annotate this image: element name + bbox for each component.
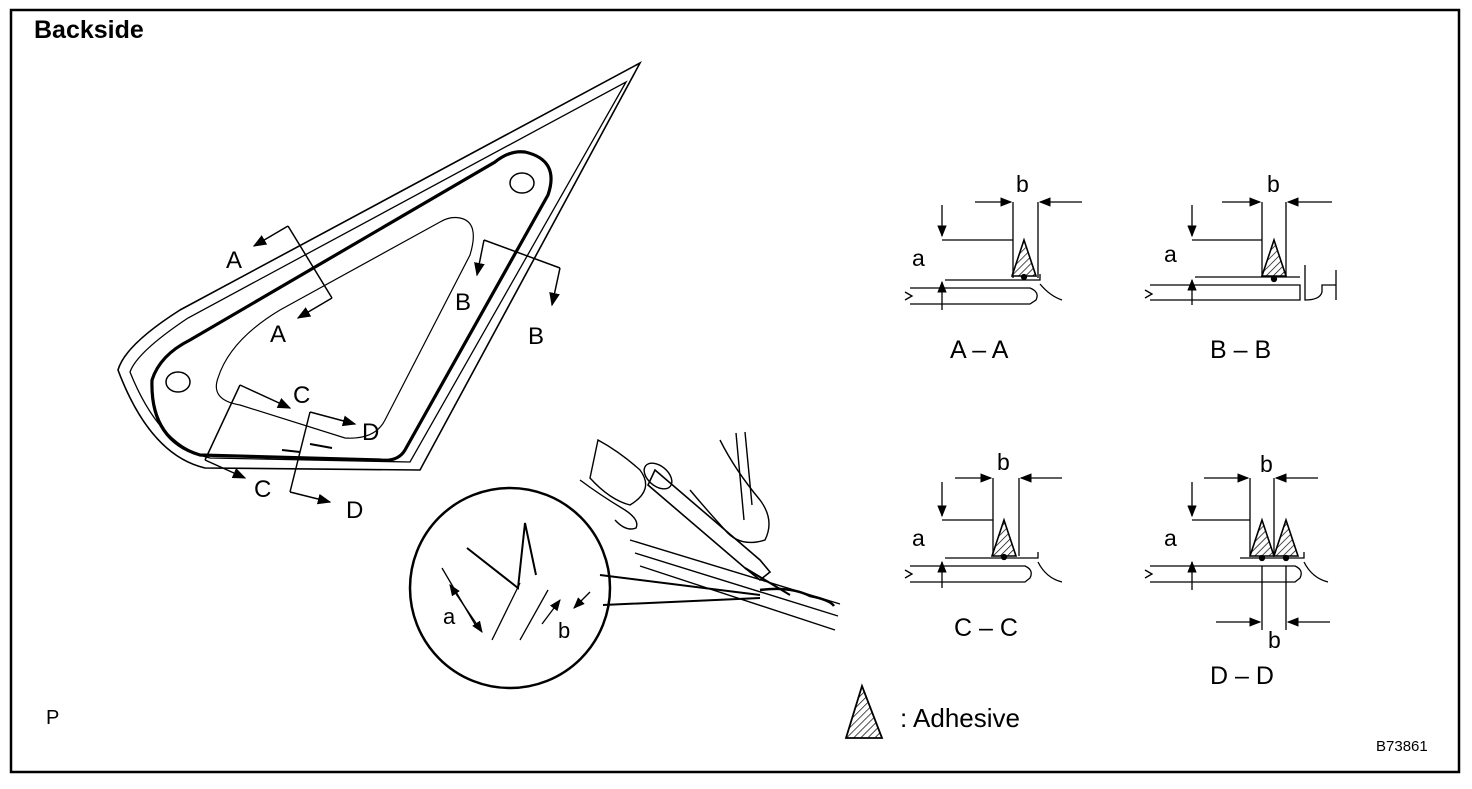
- section-d-dim-a: a: [1164, 525, 1177, 551]
- cut-label-c1: C: [293, 382, 310, 409]
- adhesive-symbol-icon: [844, 683, 884, 739]
- cut-label-a1: A: [226, 247, 242, 274]
- section-b-b: [1144, 197, 1337, 305]
- section-b-dim-a: a: [1164, 241, 1177, 267]
- section-a-a: [904, 197, 1082, 310]
- section-a-dim-b: b: [1016, 171, 1029, 197]
- section-b-title: B – B: [1210, 336, 1271, 364]
- detail-dims: a b: [443, 604, 570, 643]
- section-b-labels: b a B – B: [1164, 171, 1280, 364]
- section-d-d: [1144, 473, 1330, 630]
- cut-label-b2: B: [528, 323, 544, 350]
- page-title: Backside: [34, 16, 144, 44]
- section-a-dim-a: a: [912, 245, 925, 271]
- section-c-title: C – C: [954, 614, 1018, 642]
- figure-border: [9, 8, 1461, 774]
- cut-label-b1: B: [455, 289, 471, 316]
- section-a-labels: b a A – A: [912, 171, 1029, 364]
- cut-label-c2: C: [254, 476, 271, 503]
- legend-text: : Adhesive: [900, 703, 1020, 733]
- section-d-dim-b-top: b: [1260, 451, 1273, 477]
- section-c-dim-b: b: [997, 449, 1010, 475]
- section-d-labels: b a b D – D: [1164, 451, 1281, 690]
- detail-dim-b: b: [558, 618, 570, 643]
- adhesive-gun-illustration: [579, 431, 841, 631]
- figure-code: B73861: [1376, 738, 1428, 755]
- section-b-dim-b: b: [1267, 171, 1280, 197]
- section-c-dim-a: a: [912, 525, 925, 551]
- section-a-title: A – A: [950, 336, 1009, 364]
- detail-dim-a: a: [443, 604, 456, 629]
- cut-labels: A A B B C C D D: [226, 247, 544, 524]
- cut-label-a2: A: [270, 321, 286, 348]
- bead-detail-circle: [408, 486, 761, 690]
- cut-label-d2: D: [346, 497, 363, 524]
- section-c-c: [904, 473, 1063, 588]
- cut-label-d1: D: [362, 419, 379, 446]
- section-c-labels: b a C – C: [912, 449, 1018, 642]
- quarter-window-view: [117, 61, 642, 505]
- section-d-dim-b-bottom: b: [1268, 627, 1281, 653]
- corner-mark: P: [46, 707, 60, 729]
- section-d-title: D – D: [1210, 662, 1274, 690]
